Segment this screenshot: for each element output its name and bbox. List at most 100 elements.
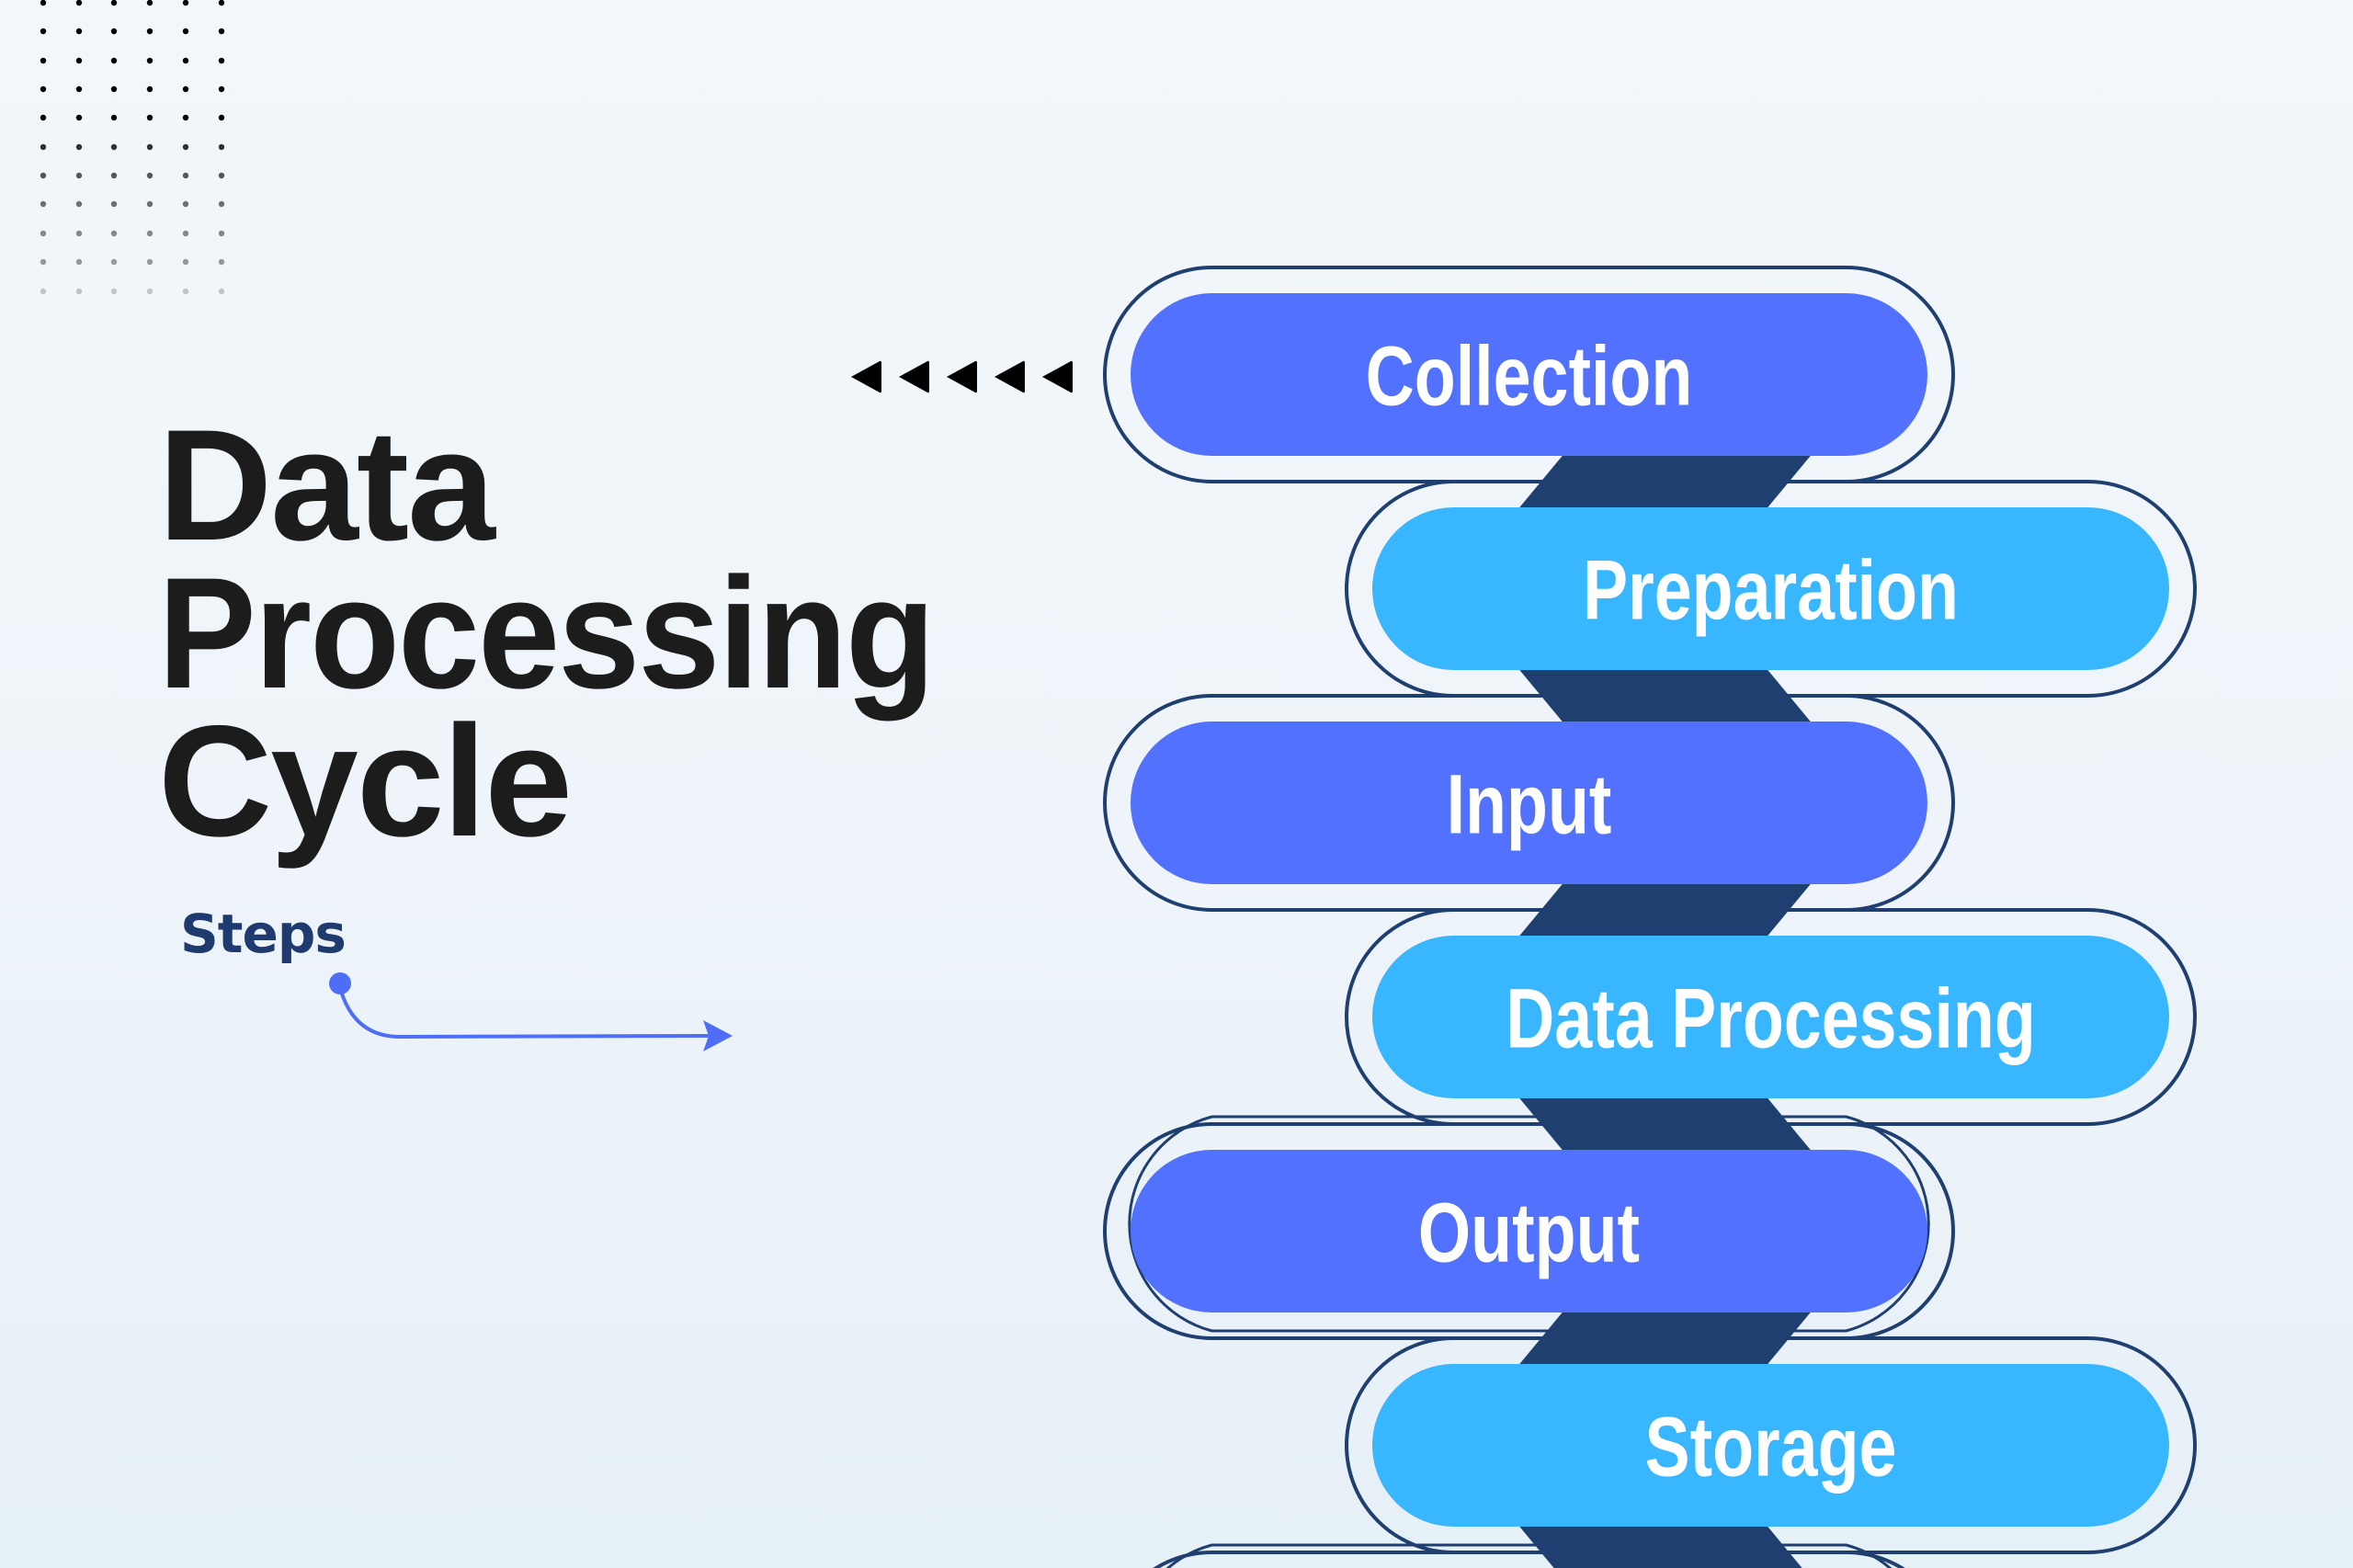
page-title: Data Processing Cycle <box>158 397 992 869</box>
arrow-start-dot <box>329 972 351 994</box>
dot <box>218 28 225 35</box>
dot <box>40 172 47 179</box>
dot <box>110 172 118 179</box>
dot <box>75 0 83 6</box>
dot <box>146 200 153 208</box>
step-label: Output <box>1418 1186 1640 1280</box>
dot <box>75 57 83 64</box>
triangle-left-icon <box>947 360 977 393</box>
step-label: Data Processing <box>1506 971 2036 1066</box>
dot <box>75 85 83 93</box>
dot <box>110 57 118 64</box>
dot <box>146 230 153 237</box>
dot <box>218 200 225 208</box>
dot <box>75 258 83 266</box>
step-label: Collection <box>1366 329 1693 424</box>
step-collection: Collection <box>1131 293 1927 456</box>
dot-grid-decoration <box>40 0 225 295</box>
dot <box>110 143 118 151</box>
dot <box>218 143 225 151</box>
dot <box>182 258 189 266</box>
dot <box>75 200 83 208</box>
dot <box>182 230 189 237</box>
dot <box>218 0 225 6</box>
dot <box>146 0 153 6</box>
step-label: Input <box>1447 757 1612 852</box>
dot <box>110 258 118 266</box>
back-arrows-icon <box>851 360 1073 393</box>
triangle-left-icon <box>1042 360 1073 393</box>
step-outline <box>1153 1551 1905 1568</box>
step-outline <box>1345 908 2197 1126</box>
dot <box>182 85 189 93</box>
arrow-head <box>703 1020 733 1051</box>
step-storage: Storage <box>1372 1364 2169 1527</box>
step-pill <box>1372 1364 2169 1527</box>
dot <box>110 85 118 93</box>
triangle-left-icon <box>995 360 1025 393</box>
dot <box>146 57 153 64</box>
step-outline-echo <box>1165 1543 1893 1568</box>
dot <box>110 0 118 6</box>
step-pill <box>1372 507 2169 670</box>
dot <box>40 143 47 151</box>
dot <box>40 258 47 266</box>
title-line-2: Processing <box>158 545 936 722</box>
triangle-left-icon <box>899 360 929 393</box>
dot <box>146 85 153 93</box>
dot <box>40 288 47 295</box>
dot <box>40 200 47 208</box>
dot <box>218 57 225 64</box>
dot <box>75 172 83 179</box>
dot <box>110 114 118 121</box>
steps-subtitle: Steps <box>180 903 347 965</box>
dot <box>146 143 153 151</box>
step-data-processing: Data Processing <box>1372 936 2169 1098</box>
dot <box>40 28 47 35</box>
dot <box>218 172 225 179</box>
triangle-left-icon <box>851 360 881 393</box>
dot <box>75 230 83 237</box>
dot <box>40 230 47 237</box>
dot <box>218 85 225 93</box>
dot <box>75 114 83 121</box>
dot <box>110 288 118 295</box>
step-pill <box>1372 936 2169 1098</box>
dot <box>40 0 47 6</box>
title-line-1: Data <box>158 397 495 574</box>
title-line-3: Cycle <box>158 693 573 869</box>
step-outline <box>1345 480 2197 698</box>
dot <box>40 85 47 93</box>
dot <box>182 28 189 35</box>
dot <box>218 288 225 295</box>
dot <box>75 288 83 295</box>
step-outline <box>1345 1336 2197 1554</box>
dot <box>182 200 189 208</box>
dot <box>75 143 83 151</box>
dot <box>182 0 189 6</box>
dot <box>182 172 189 179</box>
dot <box>40 114 47 121</box>
dot <box>110 230 118 237</box>
step-outlines <box>1103 266 2197 1568</box>
step-pill <box>1131 1150 1927 1312</box>
dot <box>146 258 153 266</box>
dot <box>182 57 189 64</box>
arrow-line <box>338 987 710 1040</box>
dot <box>182 288 189 295</box>
step-pill <box>1131 722 1927 884</box>
dot <box>146 114 153 121</box>
dot <box>218 258 225 266</box>
dot <box>40 57 47 64</box>
step-outline-echo <box>1128 1115 1930 1333</box>
dot <box>110 200 118 208</box>
dot <box>218 230 225 237</box>
dot <box>146 172 153 179</box>
step-output: Output <box>1131 1150 1927 1312</box>
dot <box>75 28 83 35</box>
dot <box>146 28 153 35</box>
step-input: Input <box>1131 722 1927 884</box>
dot <box>182 114 189 121</box>
